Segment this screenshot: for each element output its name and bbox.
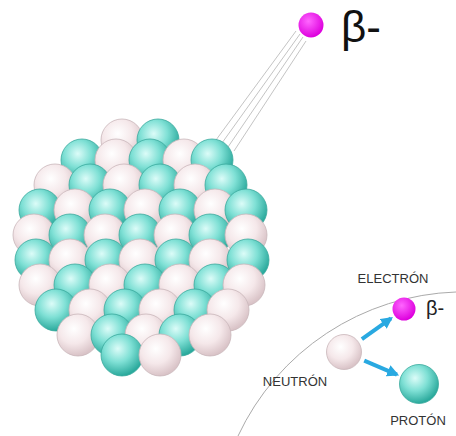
beta-particle: β- — [298, 12, 324, 38]
nucleus — [13, 119, 269, 376]
decay-arrow — [364, 361, 397, 375]
sphere-fill — [393, 298, 416, 321]
particle-label: ELECTRÓN — [358, 272, 429, 285]
nucleon-sphere — [139, 334, 181, 376]
motion-line — [216, 31, 296, 140]
motion-line — [222, 34, 300, 143]
nucleon-sphere — [189, 314, 231, 356]
sphere-fill — [299, 13, 324, 38]
sphere-shape — [399, 364, 439, 404]
motion-line — [234, 41, 306, 151]
particle-label: NEUTRÓN — [263, 375, 327, 388]
motion-trail — [216, 31, 306, 151]
sphere-fill — [327, 335, 362, 370]
nucleon-sphere — [101, 334, 143, 376]
sphere-shape — [298, 12, 324, 38]
electron-sphere: ELECTRÓNβ- — [392, 297, 416, 321]
decay-arrow — [362, 318, 391, 339]
neutron-sphere: NEUTRÓN — [326, 334, 362, 370]
particle-label: β- — [341, 5, 381, 49]
sphere-shape — [326, 334, 362, 370]
inset-arc — [238, 292, 456, 436]
sphere-shape — [392, 297, 416, 321]
particle-label: β- — [426, 298, 444, 318]
proton-sphere: PROTÓN — [399, 364, 439, 404]
motion-line — [228, 37, 303, 147]
particle-label: PROTÓN — [390, 414, 446, 427]
sphere-fill — [400, 365, 439, 404]
